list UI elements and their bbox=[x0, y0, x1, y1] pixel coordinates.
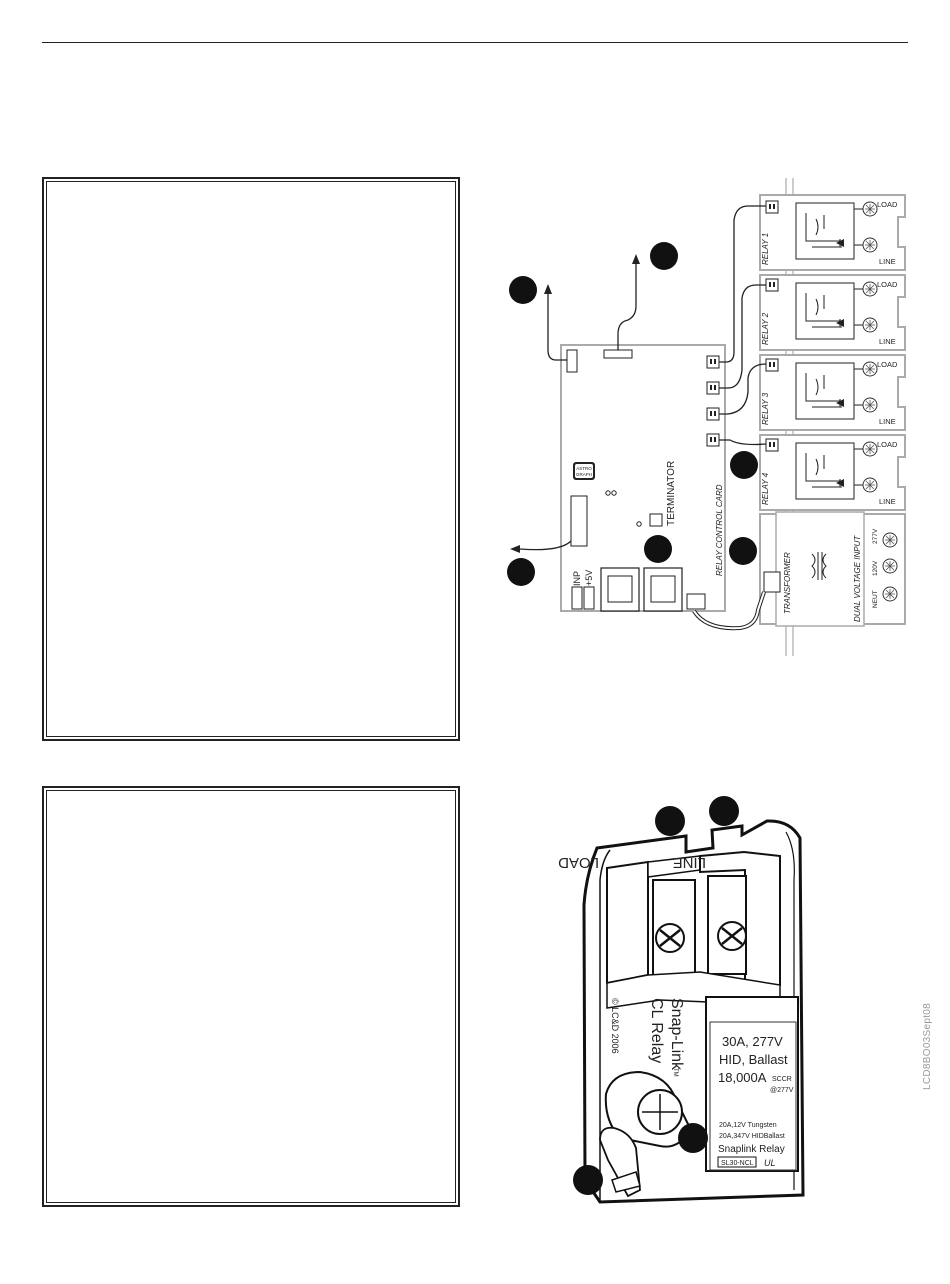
terminator-label: TERMINATOR bbox=[666, 461, 677, 526]
inp-label: INP bbox=[572, 571, 582, 586]
neut-label: NEUT bbox=[872, 590, 879, 608]
brand-tm: TM bbox=[672, 1068, 678, 1077]
relay-2-name: RELAY 2 bbox=[761, 312, 770, 345]
at-277v-label: @277V bbox=[770, 1087, 794, 1094]
relay-1-line: LINE bbox=[879, 257, 896, 266]
brand-line-1: Snap-Link bbox=[668, 998, 685, 1071]
relay-4-line: LINE bbox=[879, 497, 896, 506]
relay-3-name: RELAY 3 bbox=[761, 392, 770, 425]
brand-line-2: CL Relay bbox=[648, 998, 665, 1063]
transformer-label: TRANSFORMER bbox=[783, 552, 792, 614]
relay-1-load: LOAD bbox=[877, 200, 898, 209]
relay-2-load: LOAD bbox=[877, 280, 898, 289]
rating-line-1: 30A, 277V bbox=[722, 1034, 783, 1049]
relay-3-load: LOAD bbox=[877, 360, 898, 369]
callout-markers-bottom bbox=[573, 796, 739, 1195]
relay-control-card: ASTRO GRAPH TERMINATOR RELAY CONTROL CAR… bbox=[560, 344, 726, 612]
small-rating-2: 20A,347V HIDBallast bbox=[719, 1133, 785, 1140]
relay-control-card-label: RELAY CONTROL CARD bbox=[715, 484, 724, 576]
wiring bbox=[519, 205, 767, 631]
svg-text:ASTRO: ASTRO bbox=[576, 466, 592, 471]
header-rule bbox=[42, 42, 908, 43]
dual-voltage-label: DUAL VOLTAGE INPUT bbox=[853, 535, 862, 622]
relay-2-line: LINE bbox=[879, 337, 896, 346]
document-code: LCD8BO03Sept08 bbox=[922, 1002, 933, 1090]
relay-module-1: RELAY 1 LOAD LINE bbox=[759, 194, 906, 271]
relay-3-line: LINE bbox=[879, 417, 896, 426]
relay-1-name: RELAY 1 bbox=[761, 233, 770, 265]
copyright-molded: © LC&D 2006 bbox=[610, 998, 620, 1054]
svg-text:GRAPH: GRAPH bbox=[576, 472, 592, 477]
rating-line-3: 18,000A bbox=[718, 1070, 767, 1085]
model-label: SL30-NCL bbox=[721, 1160, 754, 1167]
astro-graph-badge: ASTRO GRAPH bbox=[573, 462, 595, 480]
ul-mark: UL bbox=[764, 1158, 776, 1168]
relay-4-load: LOAD bbox=[877, 440, 898, 449]
plus5v-label: +5V bbox=[584, 570, 594, 586]
voltage-120-label: 120V bbox=[872, 560, 879, 576]
snaplink-relay-illustration: 30A, 277V HID, Ballast 18,000A SCCR @277… bbox=[558, 796, 805, 1204]
relay-4-name: RELAY 4 bbox=[761, 472, 770, 505]
relay-module-3: RELAY 3 LOAD LINE bbox=[759, 354, 906, 431]
relay-module-2: RELAY 2 LOAD LINE bbox=[759, 274, 906, 351]
text-panel-top bbox=[42, 177, 460, 741]
relay-panel-diagram: RELAY 1 LOAD LINE RELAY 2 LOAD LINE bbox=[507, 178, 906, 656]
small-rating-1: 20A,12V Tungsten bbox=[719, 1122, 777, 1129]
line-molded-label: LINE bbox=[673, 854, 706, 871]
text-panel-bottom bbox=[42, 786, 460, 1207]
snaplink-relay-label: Snaplink Relay bbox=[718, 1144, 785, 1155]
transformer-module: TRANSFORMER DUAL VOLTAGE INPUT 277V 120V… bbox=[759, 511, 906, 627]
voltage-277-label: 277V bbox=[872, 528, 879, 544]
callout-markers-top bbox=[507, 242, 758, 586]
relay-module-4: RELAY 4 LOAD LINE bbox=[759, 434, 906, 511]
load-molded-label: LOAD bbox=[558, 854, 599, 871]
rating-line-2: HID, Ballast bbox=[719, 1052, 788, 1067]
sccr-label: SCCR bbox=[772, 1076, 792, 1083]
